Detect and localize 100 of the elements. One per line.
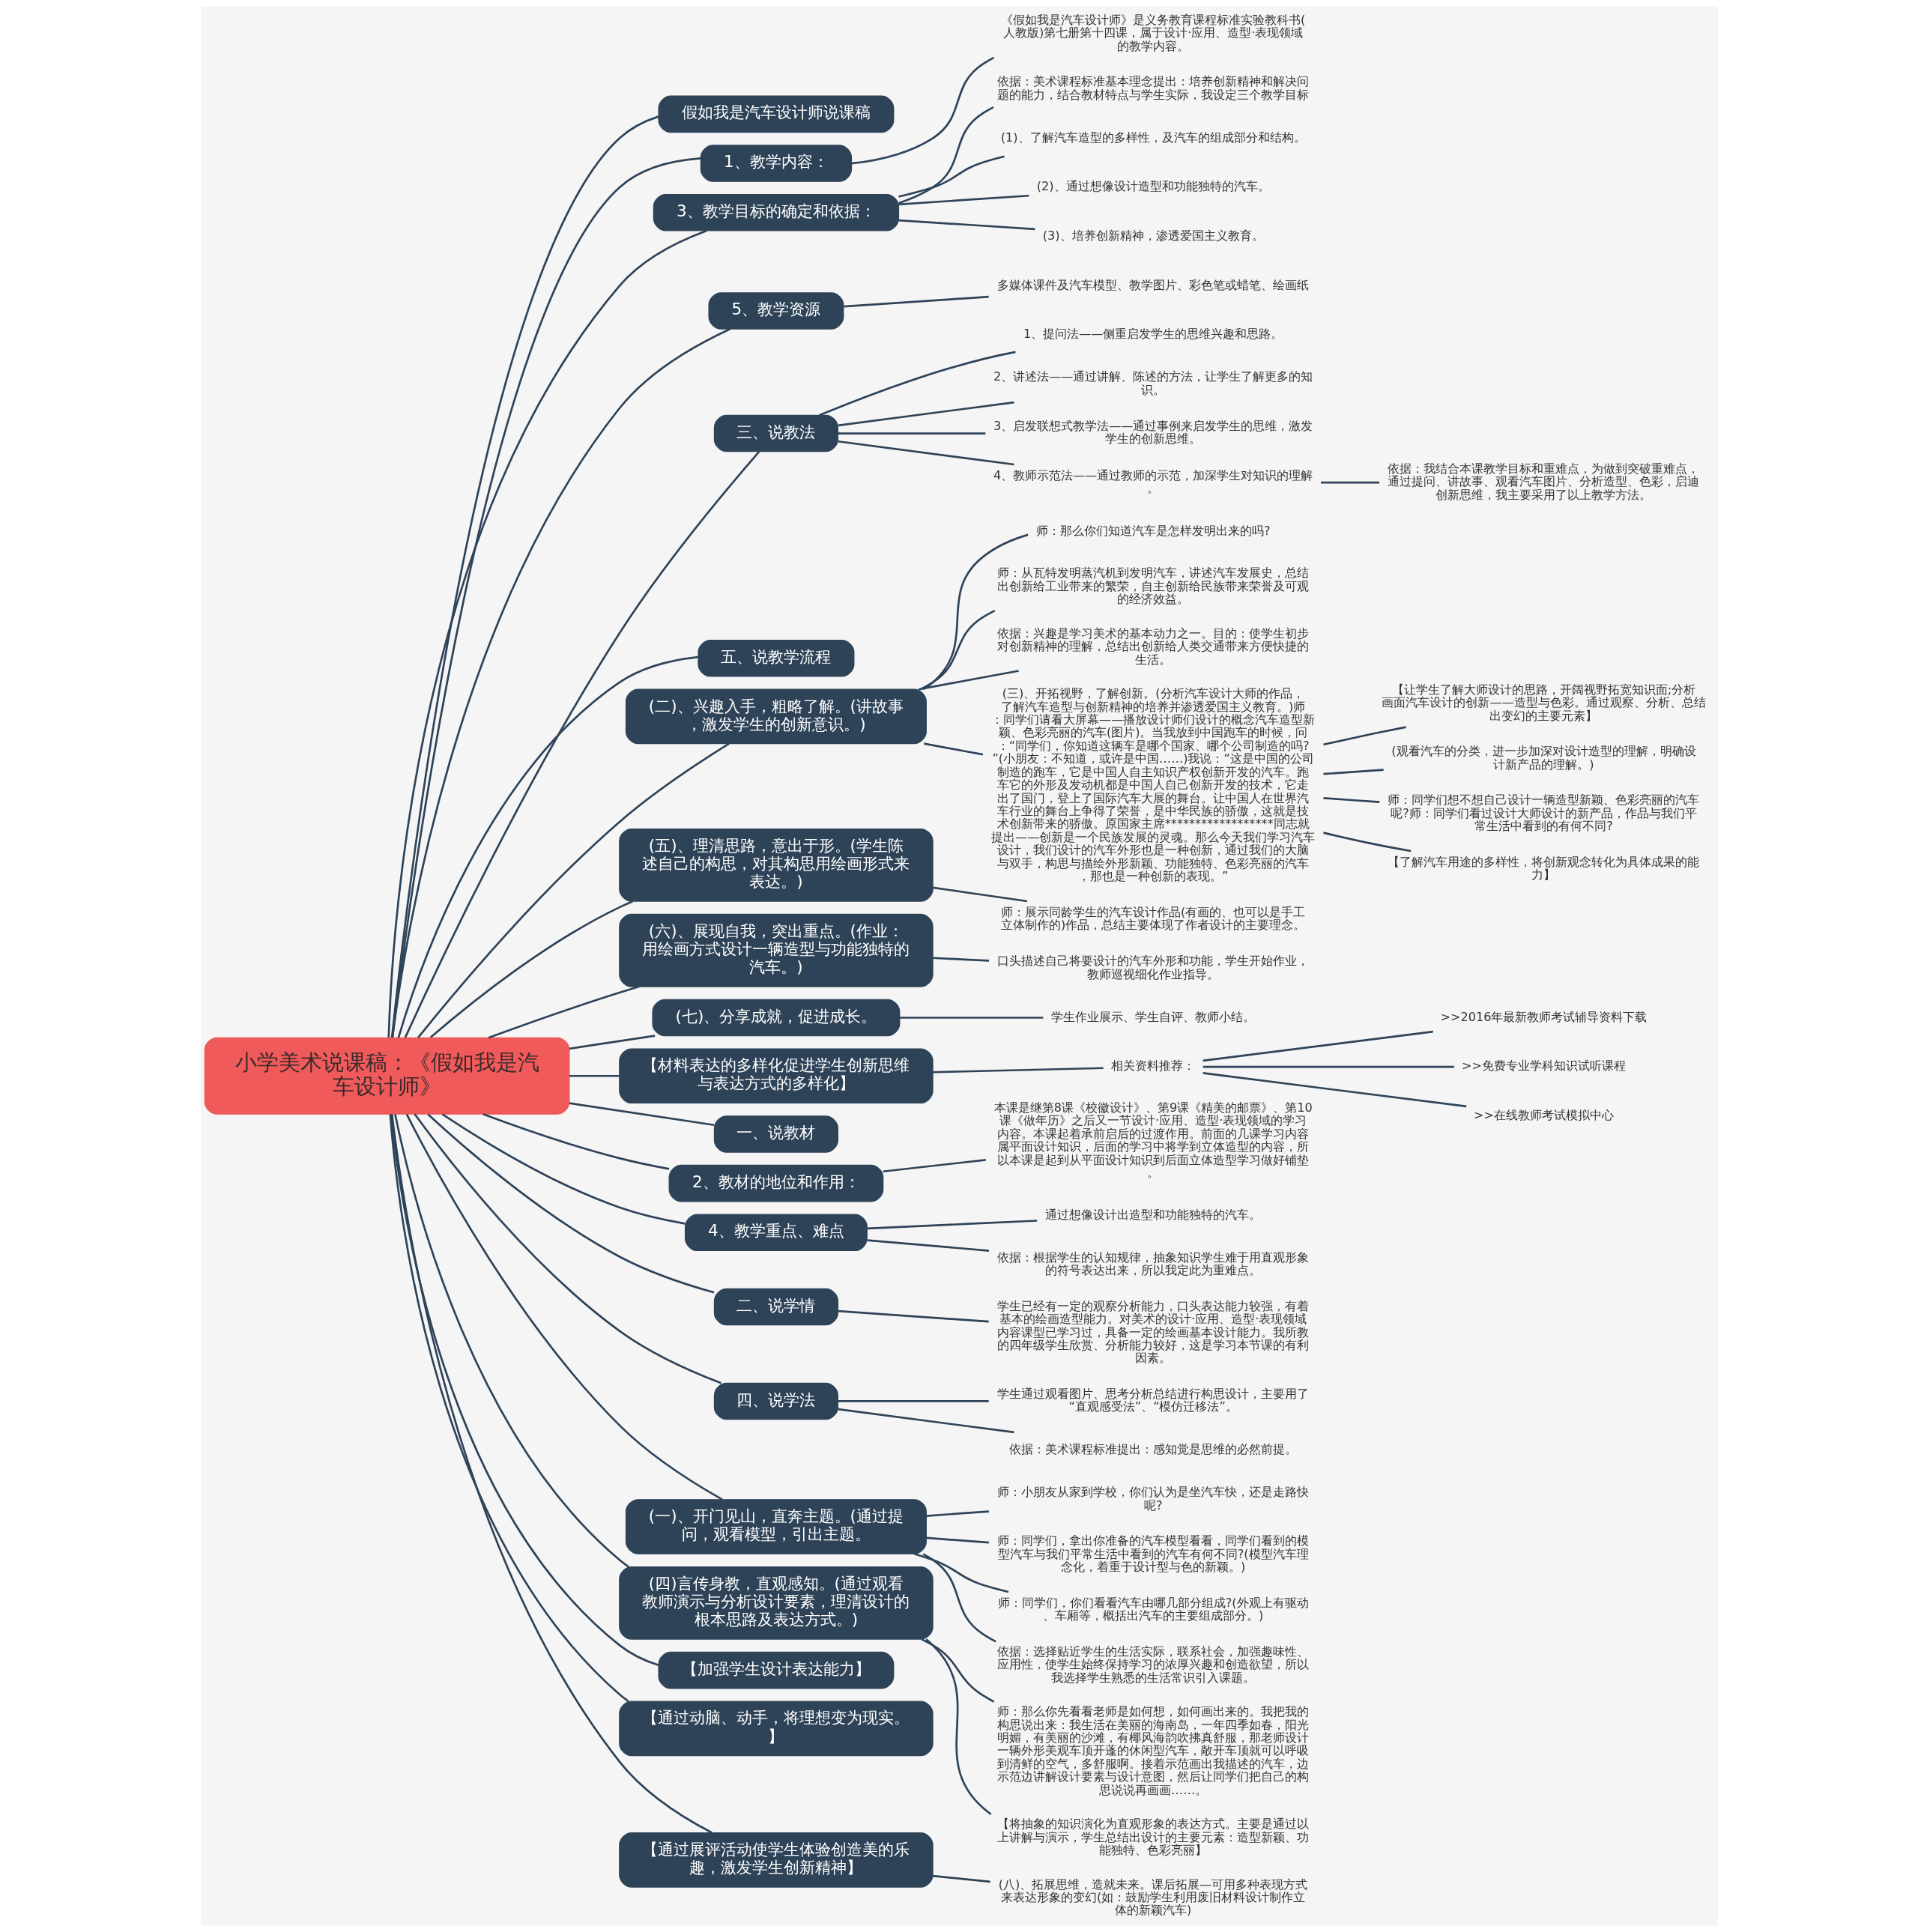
connector <box>414 1113 721 1384</box>
connector <box>923 742 983 756</box>
connector <box>932 1874 990 1883</box>
node-box: 二、说学情 <box>713 1288 838 1326</box>
connector <box>1322 832 1411 853</box>
node-text: 1、提问法——侧重启发学生的思维兴趣和思路。 <box>1023 327 1283 342</box>
node-text: (1)、了解汽车造型的多样性，及汽车的组成部分和结构。 <box>1000 130 1306 145</box>
node-box: 小学美术说课稿：《假如我是汽车设计师》 <box>204 1037 569 1115</box>
connector <box>404 450 760 1038</box>
node-box: 【加强学生设计表达能力】 <box>657 1651 894 1689</box>
connector <box>482 1113 669 1170</box>
node-text: 多媒体课件及汽车模型、教学图片、彩色笔或蜡笔、绘画纸 <box>996 277 1309 292</box>
connector <box>918 670 1019 691</box>
connector <box>426 1113 714 1294</box>
connector <box>932 1067 1104 1073</box>
node-box: 一、说教材 <box>713 1115 838 1153</box>
node-text: >>在线教师考试模拟中心 <box>1473 1108 1614 1123</box>
connector <box>389 1114 629 1703</box>
connector <box>488 985 639 1039</box>
connector <box>843 295 989 308</box>
node-box: 3、教学目标的确定和依据： <box>653 193 899 231</box>
connector <box>405 1113 723 1501</box>
connector <box>913 1552 1008 1593</box>
node-box: 假如我是汽车设计师说课稿 <box>657 95 894 133</box>
node-text: 通过想像设计出造型和功能独特的汽车。 <box>1044 1207 1261 1222</box>
connector <box>838 1408 1014 1434</box>
connector <box>1322 769 1384 775</box>
node-text: (八)、拓展思维，造就未来。课后拓展—可用多种表现方式来表达形象的变幻(如：鼓励学生利用废旧材料设计制作立体的新颖汽车) <box>998 1877 1307 1918</box>
connector <box>867 1220 1037 1230</box>
connector <box>838 401 1014 427</box>
node-text: 学生通过观看图片、思考分析总结进行构思设计，主要用了“直观感受法”、“模仿迁移法”。 <box>996 1386 1309 1414</box>
connector <box>1320 481 1379 484</box>
node-box: 三、说教法 <box>713 414 838 452</box>
node-text: 4、教师示范法——通过教师的示范，加深学生对知识的理解。 <box>993 467 1313 496</box>
node-text: (3)、培养创新精神，渗透爱国主义教育。 <box>1042 228 1264 243</box>
connector <box>838 440 1014 466</box>
node-text: >>免费专业学科知识试听课程 <box>1461 1059 1626 1073</box>
node-text: (2)、通过想像设计造型和功能独特的汽车。 <box>1036 179 1270 194</box>
node-text: 本课是继第8课《校徽设计》、第9课《精美的邮票》、第10课《做年历》之后又一节设计·应用、造型·表现领域的学习内容。本课起着承前启后的过渡作用。前面的几课学习内容属平面设计知识，后面的学习中将学到立体造型的内容，所以本课是起到从平面设计知识到后面立体造型学习做好铺垫。 <box>993 1100 1313 1181</box>
node-box: (四)言传身教，直观感知。(通过观看教师演示与分析设计要素，理清设计的根本思路及表达方式。) <box>618 1566 934 1640</box>
connector <box>1322 726 1406 746</box>
connector <box>441 1113 685 1225</box>
connector <box>569 1035 655 1050</box>
node-box: (二)、兴趣入手，粗略了解。(讲故事，激发学生的创新意识。) <box>625 688 927 745</box>
connector <box>397 655 698 1038</box>
connector <box>922 1553 996 1643</box>
connector <box>569 1102 714 1127</box>
node-box: (一)、开门见山，直奔主题。(通过提问，观看模型，引出主题。 <box>625 1499 927 1554</box>
node-text: 依据：兴趣是学习美术的基本动力之一。目的：使学生初步对创新精神的理解，总结出创新给人类交通带来方便快捷的生活。 <box>996 626 1309 667</box>
connector <box>925 1638 991 1815</box>
node-box: 5、教学资源 <box>707 292 844 330</box>
node-box: 五、说教学流程 <box>697 639 854 677</box>
node-box: (七)、分享成就，促进成长。 <box>651 999 900 1037</box>
connector <box>390 115 659 1038</box>
node-box: 1、教学内容： <box>700 145 852 182</box>
node-text: (观看汽车的分类，进一步加深对设计造型的理解，明确设计新产品的理解。) <box>1391 744 1696 772</box>
node-text: 《假如我是汽车设计师》是义务教育课程标准实验教科书(人教版)第七册第十四课，属于设计·应用、造型·表现领域的教学内容。 <box>1000 12 1305 53</box>
connector <box>429 900 633 1038</box>
connector <box>883 1159 986 1173</box>
connector <box>899 1017 1043 1019</box>
node-text: 师：展示同龄学生的汽车设计作品(有画的、也可以是手工立体制作的)作品，总结主要体现了作者设计的主要理念。 <box>1000 904 1305 933</box>
connector <box>390 328 730 1038</box>
connector <box>838 432 985 434</box>
node-text: (三)、开拓视野，了解创新。(分析汽车设计大师的作品，了解汽车造型与创新精神的培养并渗透爱国主义教育。)师：同学们请看大屏幕——播放设计师们设计的概念汽车造型新颖、色彩亮丽的汽车(图片)。当我放到中国跑车的时候，问：“同学们，你知道这辆车是哪个国家、哪个公司制造的吗?”(小朋友：不知道，或许是中国……)我说：“这是中国的公司制造的跑车，它是中国人自主知识产权创新开发的汽车。跑车它的外形及发动机都是中国人自己创新开发的技术，它走出了国门，登上了国际汽车大展的舞台。让中国人在世界汽车行业的舞台上争得了荣誉，是中华民族的骄傲，这就是技术创新带来的骄傲。原国家主席******************同志就提出——创新是一个民族发展的灵魂。那么今天我们学习汽车设计，我们设计的汽车外形也是一种创新，通过我们的大脑与双手，构思与描绘外形新颖、功能独特、色彩亮丽的汽车，那也是一种创新的表现。” <box>990 686 1315 884</box>
node-box: 2、教材的地位和作用： <box>668 1164 883 1202</box>
node-text: 学生已经有一定的观察分析能力，口头表达能力较强，有着基本的绘画造型能力。对美术的设计·应用、造型·表现领域内容课型已学习过，具备一定的绘画基本设计能力。我所教的四年级学生欣赏、分析能力较好，这是学习本节课的有利因素。 <box>996 1298 1309 1366</box>
connector <box>1322 796 1379 804</box>
node-box: (六)、展现自我，突出重点。(作业：用绘画方式设计一辆造型与功能独特的汽车。) <box>618 913 934 987</box>
connector <box>838 1309 989 1323</box>
connector <box>925 1510 989 1517</box>
node-text: 学生作业展示、学生自评、教师小结。 <box>1050 1009 1255 1024</box>
connector <box>417 742 730 1038</box>
node-text: 师：从瓦特发明蒸汽机到发明汽车，讲述汽车发展史，总结出创新给工业带来的繁荣，自主创新给民族带来荣誉及可观的经济效益。 <box>996 566 1309 607</box>
node-text: 师：同学们，你们看看汽车由哪几部分组成?(外观上有驱动、车厢等，概括出汽车的主要组成部分。) <box>997 1595 1309 1623</box>
connector <box>1202 1030 1433 1062</box>
connector <box>569 1074 620 1077</box>
connector <box>898 219 1035 231</box>
node-text: 2、讲述法——通过讲解、陈述的方法，让学生了解更多的知识。 <box>993 369 1313 397</box>
connector <box>898 106 994 205</box>
connector <box>818 351 1016 417</box>
node-text: 3、启发联想式教学法——通过事例来启发学生的思维，激发学生的创新思维。 <box>993 418 1313 446</box>
node-text: 依据：美术课程标准基本理念提出：培养创新精神和解决问题的能力，结合教材特点与学生实际，我设定三个教学目标 <box>996 74 1309 102</box>
connector <box>390 1114 659 1667</box>
node-text: 师：那么你先看看老师是如何想，如何画出来的。我把我的构思说出来：我生活在美丽的海南岛，一年四季如春，阳光明媚，有美丽的沙滩，有椰风海韵吹拂真舒服，那老师设计一辆外形美观车顶开蓬的休闲型汽车，敞开车顶就可以呼吸到清鲜的空气，多舒服啊。接着示范画出我描述的汽车，边示范边讲解设计要素与设计意图，然后让同学们把自己的构思说说再画画……。 <box>996 1704 1309 1797</box>
node-text: 口头描述自己将要设计的汽车外形和功能，学生开始作业，教师巡视细化作业指导。 <box>996 954 1309 981</box>
connector <box>932 957 989 962</box>
connector <box>867 1239 989 1252</box>
connector <box>1202 1065 1454 1068</box>
connector <box>922 533 1029 691</box>
node-box: 【材料表达的多样化促进学生创新思维与表达方式的多样化】 <box>618 1048 934 1104</box>
node-box: 【通过展评活动使学生体验创造美的乐趣，激发学生创新精神】 <box>618 1832 934 1888</box>
connector <box>838 1400 989 1402</box>
node-text: 师：同学们，拿出你准备的汽车模型看看，同学们看到的模型汽车与我们平常生活中看到的汽车有何不同?(模型汽车理念化，着重于设计型与色的新颖。) <box>996 1533 1309 1575</box>
node-text: 依据：美术课程标准提出：感知觉是思维的必然前提。 <box>1008 1442 1297 1457</box>
node-text: 依据：选择贴近学生的生活实际，联系社会，加强趣味性、应用性，使学生始终保持学习的浓厚兴趣和创造欲望，所以我选择学生熟悉的生活常识引入课题。 <box>996 1644 1309 1685</box>
connector <box>393 1114 629 1568</box>
connector <box>898 194 1029 206</box>
node-text: 【将抽象的知识演化为直观形象的表达方式。主要是通过以上讲解与演示，学生总结出设计的主要元素：造型新颖、功能独特、色彩亮丽】 <box>996 1817 1309 1858</box>
connector <box>920 1638 994 1703</box>
connector <box>898 155 1005 198</box>
